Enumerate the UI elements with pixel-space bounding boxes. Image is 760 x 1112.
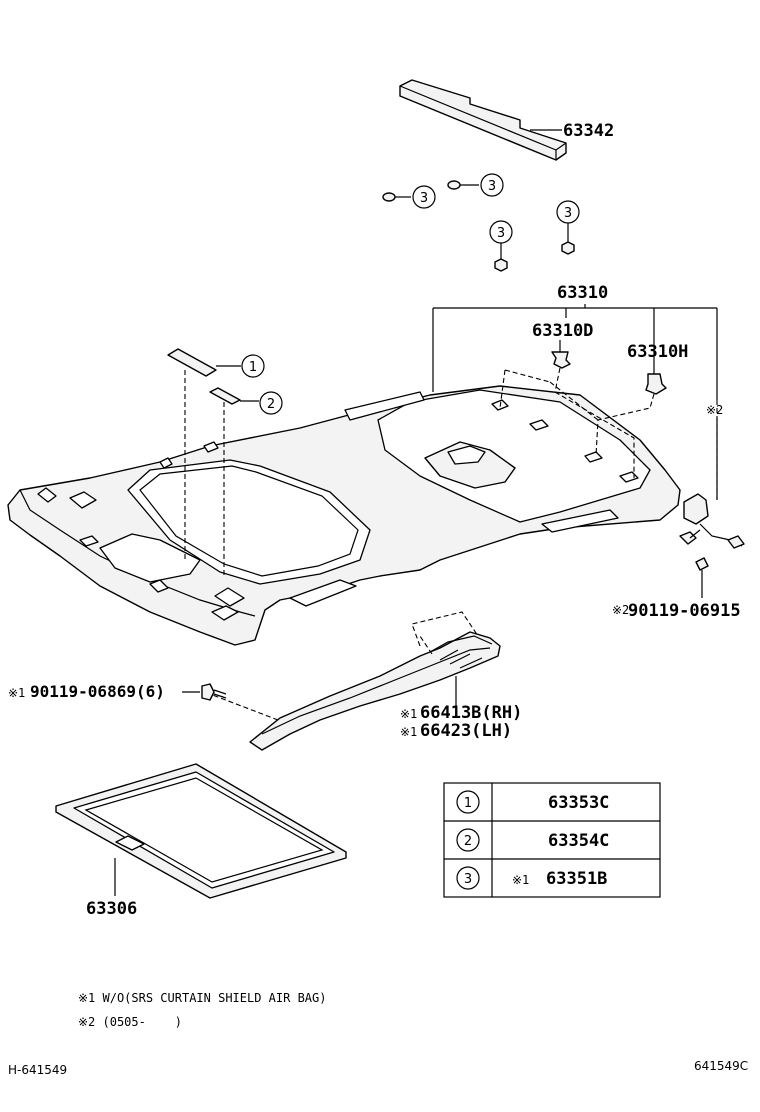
- dashed-leaders: [184, 367, 718, 575]
- label-90119-06869: 90119-06869(6): [30, 682, 165, 701]
- clip-90119-06915: [695, 557, 709, 598]
- callout-3-c: 3: [497, 226, 505, 241]
- label-63310D: 63310D: [532, 321, 593, 341]
- legend-row-3-prefix: ※1: [512, 873, 529, 887]
- label-90119-06915: 90119-06915: [628, 601, 741, 621]
- sunroof-cover-63306: [55, 763, 347, 899]
- callout-3-b: 3: [488, 179, 496, 194]
- label-66413B: 66413B(RH): [420, 703, 522, 723]
- clip-group-3: 3 3 3 3: [382, 173, 580, 272]
- legend-row-3-num: 3: [464, 872, 472, 887]
- callout-1: 1: [249, 360, 257, 375]
- label-63342: 63342: [563, 121, 614, 141]
- rail-dash: [209, 611, 479, 721]
- label-63310: 63310: [557, 283, 608, 303]
- note-mark-1-bolt: ※1: [8, 686, 25, 700]
- footnote-1: ※1 W/O(SRS CURTAIN SHIELD AIR BAG): [78, 991, 326, 1005]
- roof-side-rail: [249, 631, 501, 751]
- legend-row-1-num: 1: [464, 796, 472, 811]
- footer-right-code: 641549C: [694, 1059, 748, 1073]
- note-mark-1-rail-rh: ※1: [400, 707, 417, 721]
- bolt-90119-06869: [182, 683, 227, 701]
- pad-callout-2: 2: [209, 387, 283, 415]
- footer-left-code: H-641549: [8, 1063, 67, 1077]
- legend-row-1-part: 63353C: [548, 793, 609, 813]
- callout-3-d: 3: [564, 206, 572, 221]
- label-66423: 66423(LH): [420, 721, 512, 741]
- part-63342-pad: [399, 79, 567, 161]
- callout-2: 2: [267, 397, 275, 412]
- label-63310H: 63310H: [627, 342, 688, 362]
- wire-harness: [679, 493, 745, 549]
- legend-table: 1 63353C 2 63354C 3 ※1 63351B: [443, 782, 661, 898]
- note-mark-1-rail-lh: ※1: [400, 725, 417, 739]
- note-mark-2-harness: ※2: [706, 403, 723, 417]
- clip-63310D: [551, 340, 571, 369]
- label-63306: 63306: [86, 899, 137, 919]
- callout-3-a: 3: [420, 191, 428, 206]
- headliner-63310: [7, 385, 681, 646]
- pad-callout-1: 1: [167, 348, 265, 378]
- legend-row-3-part: 63351B: [546, 869, 607, 889]
- clip-63310H: [645, 340, 667, 395]
- legend-row-2-part: 63354C: [548, 831, 609, 851]
- note-mark-2-clip: ※2: [612, 603, 629, 617]
- legend-row-2-num: 2: [464, 834, 472, 849]
- footnote-2: ※2 (0505- ): [78, 1015, 182, 1029]
